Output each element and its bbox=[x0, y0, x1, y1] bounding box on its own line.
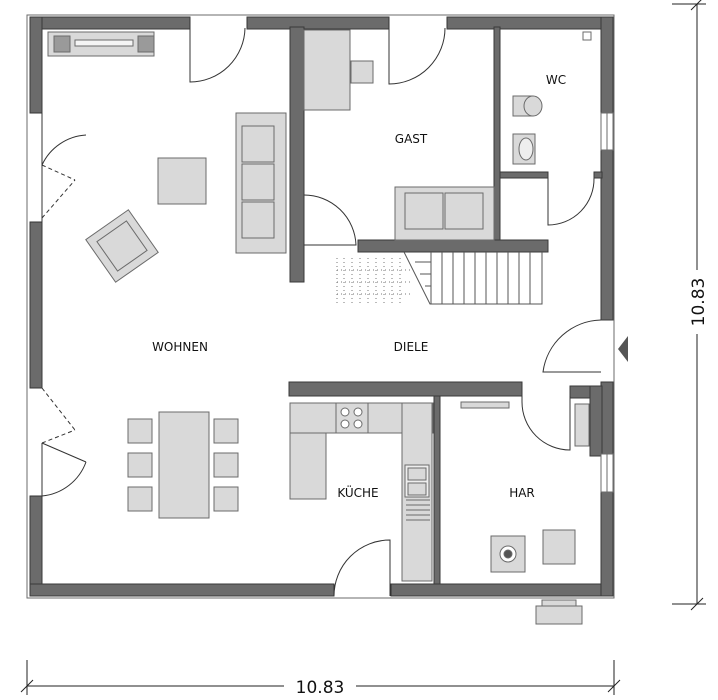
room-label-har: HAR bbox=[509, 486, 535, 500]
gast-chair bbox=[350, 60, 374, 84]
wall-gast-bottom bbox=[357, 239, 549, 253]
wall-bottom-left bbox=[29, 583, 335, 597]
wall-left-mid bbox=[29, 221, 43, 389]
wall-top-left bbox=[29, 16, 191, 30]
dimension-height bbox=[672, 0, 706, 611]
dimension-height-label: 10.83 bbox=[689, 278, 709, 327]
stove bbox=[335, 402, 369, 434]
wall-kitchen-har bbox=[433, 395, 441, 585]
har-shelf bbox=[460, 401, 510, 409]
wall-right-bottom bbox=[600, 491, 614, 597]
wall-har-post bbox=[589, 385, 603, 457]
outside-step bbox=[535, 605, 583, 625]
wall-kitchen-top bbox=[288, 381, 523, 397]
doors bbox=[30, 18, 602, 597]
dimension-width bbox=[20, 660, 621, 695]
dining-table bbox=[158, 411, 210, 519]
wall-left-top bbox=[29, 16, 43, 114]
entrance-arrow-icon bbox=[618, 336, 628, 362]
armchair bbox=[85, 209, 159, 283]
wall-right-lower bbox=[600, 381, 614, 455]
wall-gast-wc bbox=[493, 26, 501, 241]
room-label-gast: GAST bbox=[395, 132, 428, 146]
coffee-table bbox=[157, 157, 207, 205]
furniture bbox=[47, 29, 592, 625]
wall-wc-bottom bbox=[499, 171, 549, 179]
stairs bbox=[336, 251, 543, 305]
wall-left-bottom bbox=[29, 495, 43, 597]
room-label-wc: WC bbox=[546, 73, 566, 87]
dryer bbox=[542, 529, 576, 565]
wall-bottom-right bbox=[390, 583, 614, 597]
wall-gast-left bbox=[289, 26, 305, 283]
room-label-kueche: KÜCHE bbox=[337, 484, 378, 500]
wall-top-mid bbox=[246, 16, 390, 30]
room-label-diele: DIELE bbox=[394, 340, 429, 354]
room-labels: WOHNEN GAST WC DIELE KÜCHE HAR bbox=[152, 73, 566, 500]
walls bbox=[26, 14, 615, 599]
room-label-wohnen: WOHNEN bbox=[152, 340, 208, 354]
wall-right-mid bbox=[600, 149, 614, 321]
windows bbox=[600, 112, 614, 493]
dimension-width-label: 10.83 bbox=[296, 678, 345, 698]
kitchen-counter-left bbox=[289, 432, 327, 500]
wall-wc-stub bbox=[593, 171, 603, 179]
meter-box bbox=[574, 403, 590, 447]
wall-right-top bbox=[600, 16, 614, 114]
gast-desk bbox=[303, 29, 351, 111]
wall-top-right bbox=[446, 16, 614, 30]
